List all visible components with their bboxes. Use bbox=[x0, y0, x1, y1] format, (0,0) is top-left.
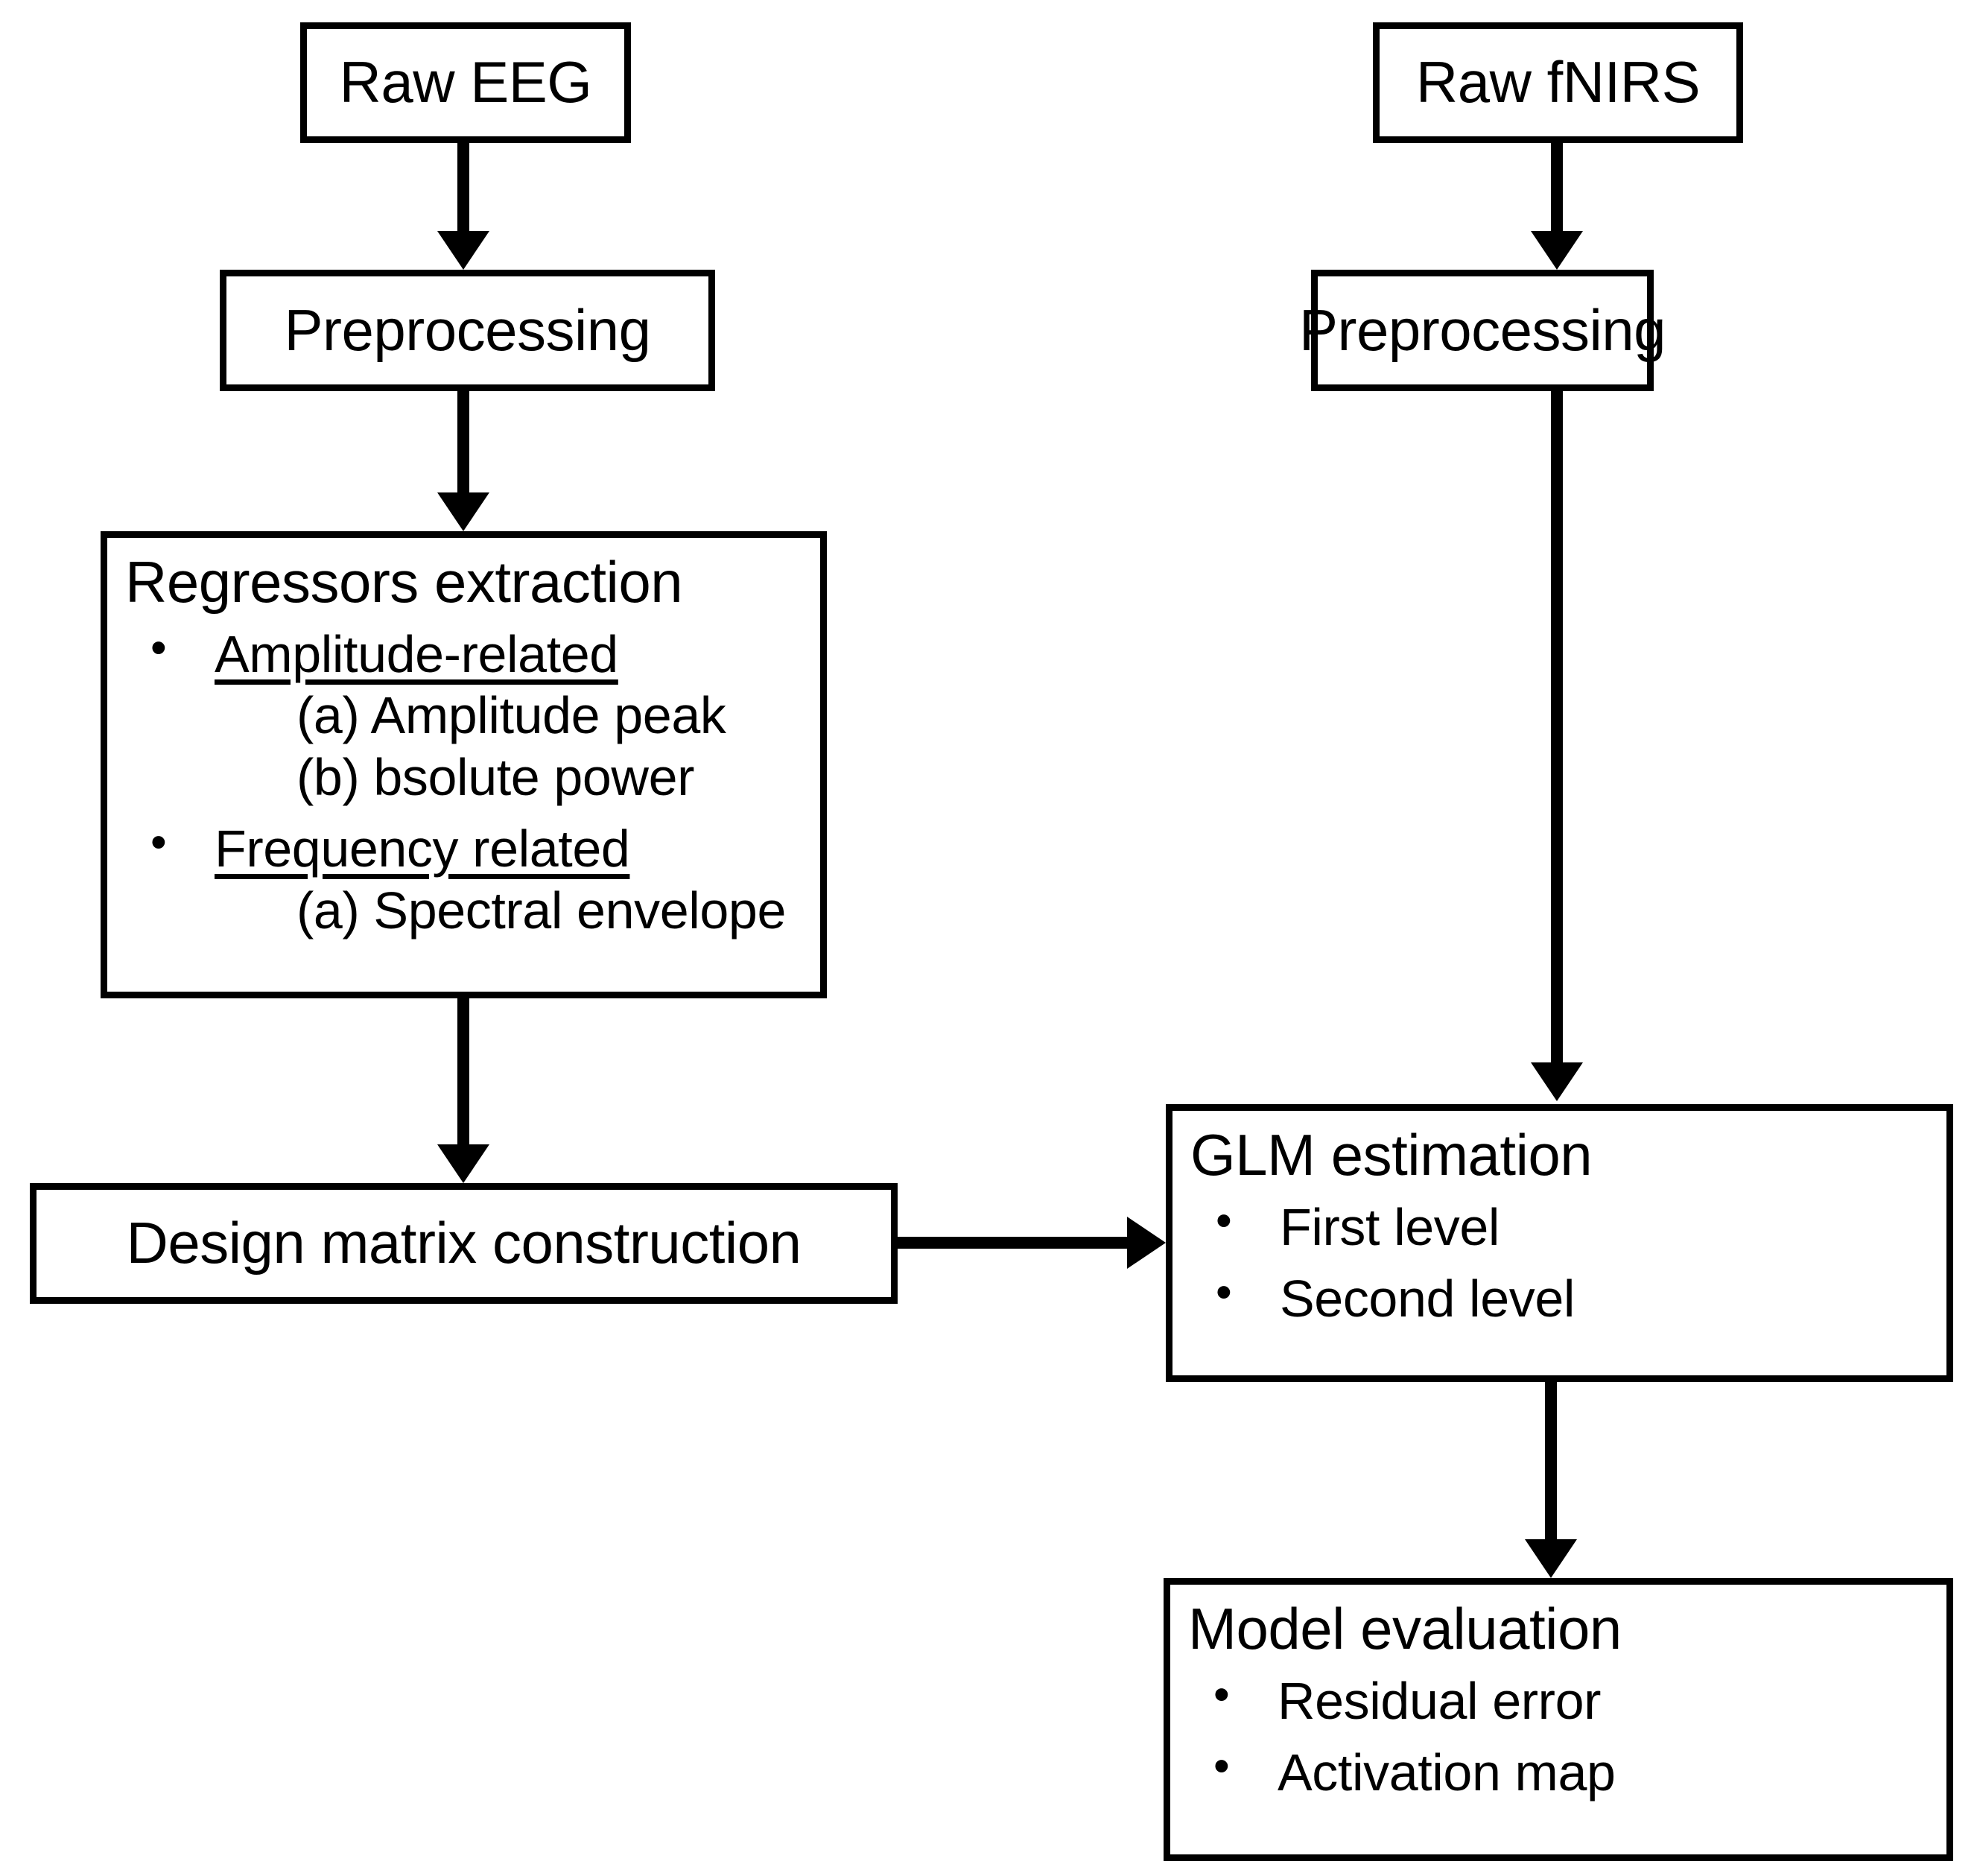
edge-regressors-to-design-matrix-arrowhead bbox=[437, 1144, 489, 1183]
edge-eeg-preprocessing-to-regressors-arrowhead bbox=[437, 492, 489, 531]
regressors-item-spectral-envelope-label: (a) Spectral envelope bbox=[296, 881, 786, 940]
edge-glm-to-model-evaluation-arrowhead bbox=[1525, 1539, 1577, 1578]
regressors-item-absolute-power: (b) bsolute power bbox=[125, 747, 820, 808]
node-eeg-preprocessing[interactable]: Preprocessing bbox=[220, 270, 715, 391]
regressors-item-amplitude-peak-label: (a) Amplitude peak bbox=[296, 686, 726, 745]
regressors-item-frequency-related: Frequency related bbox=[125, 815, 820, 880]
edge-eeg-preprocessing-to-regressors-line bbox=[457, 391, 469, 495]
regressors-item-spectral-envelope: (a) Spectral envelope bbox=[125, 880, 820, 942]
node-raw-eeg[interactable]: Raw EEG bbox=[300, 22, 631, 143]
node-fnirs-preprocessing-label: Preprocessing bbox=[1298, 297, 1666, 363]
model-evaluation-item-residual-error: Residual error bbox=[1188, 1667, 1946, 1732]
node-model-evaluation[interactable]: Model evaluation Residual error Activati… bbox=[1164, 1578, 1953, 1861]
regressors-item-amplitude-peak: (a) Amplitude peak bbox=[125, 685, 820, 747]
edge-glm-to-model-evaluation-line bbox=[1545, 1382, 1557, 1542]
regressors-item-absolute-power-label: (b) bsolute power bbox=[296, 747, 695, 806]
edge-fnirs-preprocessing-to-glm-arrowhead bbox=[1531, 1062, 1583, 1101]
node-raw-fnirs[interactable]: Raw fNIRS bbox=[1373, 22, 1743, 143]
model-evaluation-item-residual-error-label: Residual error bbox=[1278, 1671, 1602, 1730]
model-evaluation-item-activation-map: Activation map bbox=[1188, 1739, 1946, 1804]
node-design-matrix-construction-label: Design matrix construction bbox=[126, 1210, 802, 1276]
edge-raw-eeg-to-preprocessing-line bbox=[457, 143, 469, 234]
regressors-item-frequency-related-label: Frequency related bbox=[215, 820, 630, 878]
node-model-evaluation-heading: Model evaluation bbox=[1188, 1596, 1622, 1661]
node-raw-fnirs-label: Raw fNIRS bbox=[1415, 49, 1701, 115]
glm-estimation-list: First level Second level bbox=[1190, 1194, 1946, 1330]
glm-estimation-item-first-level: First level bbox=[1190, 1194, 1946, 1258]
regressors-list: Amplitude-related (a) Amplitude peak (b)… bbox=[125, 621, 820, 942]
node-glm-estimation-heading: GLM estimation bbox=[1190, 1122, 1593, 1188]
model-evaluation-list: Residual error Activation map bbox=[1188, 1667, 1946, 1804]
glm-estimation-item-second-level-label: Second level bbox=[1280, 1270, 1575, 1328]
edge-regressors-to-design-matrix-line bbox=[457, 998, 469, 1147]
node-regressors-extraction-heading: Regressors extraction bbox=[125, 549, 683, 615]
node-regressors-extraction[interactable]: Regressors extraction Amplitude-related … bbox=[101, 531, 827, 998]
edge-design-matrix-to-glm-arrowhead bbox=[1127, 1217, 1166, 1269]
model-evaluation-item-activation-map-label: Activation map bbox=[1278, 1743, 1616, 1802]
edge-design-matrix-to-glm-line bbox=[898, 1237, 1136, 1249]
edge-raw-fnirs-to-preprocessing-line bbox=[1551, 143, 1563, 234]
edge-raw-eeg-to-preprocessing-arrowhead bbox=[437, 231, 489, 270]
node-raw-eeg-label: Raw EEG bbox=[339, 49, 592, 115]
node-design-matrix-construction[interactable]: Design matrix construction bbox=[30, 1183, 898, 1304]
regressors-item-amplitude-related: Amplitude-related bbox=[125, 621, 820, 685]
node-fnirs-preprocessing[interactable]: Preprocessing bbox=[1299, 270, 1666, 391]
regressors-item-amplitude-related-label: Amplitude-related bbox=[215, 624, 618, 683]
glm-estimation-item-first-level-label: First level bbox=[1280, 1197, 1500, 1256]
edge-raw-fnirs-to-preprocessing-arrowhead bbox=[1531, 231, 1583, 270]
node-eeg-preprocessing-label: Preprocessing bbox=[284, 297, 651, 363]
edge-fnirs-preprocessing-to-glm-line bbox=[1551, 391, 1563, 1065]
glm-estimation-item-second-level: Second level bbox=[1190, 1265, 1946, 1330]
node-glm-estimation[interactable]: GLM estimation First level Second level bbox=[1166, 1104, 1953, 1382]
